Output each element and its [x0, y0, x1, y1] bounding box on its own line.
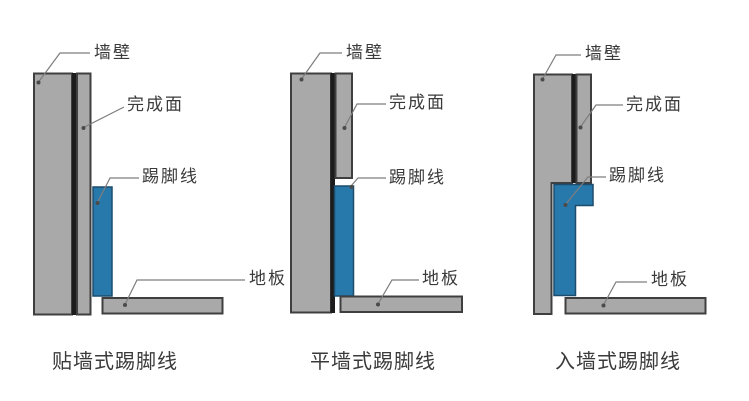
d3-wall-leader-dot	[540, 77, 545, 82]
d3-wall-separator	[572, 74, 577, 183]
d2-floor-label: 地板	[422, 269, 460, 288]
d1-skirting-leader-dot	[95, 201, 100, 205]
d2-wall-leader-line	[301, 52, 342, 80]
d2-floor-leader-line	[377, 279, 419, 305]
d1-finish-surface-shape	[76, 72, 92, 316]
d2-wall-shape	[290, 72, 332, 314]
d3-wall-label: 墙壁	[585, 44, 623, 63]
diagram-1-surface-mounted	[33, 52, 245, 316]
d3-finish-surface-label: 完成面	[626, 95, 683, 114]
d1-wall-label: 墙壁	[94, 43, 132, 62]
d1-floor-shape	[101, 297, 224, 315]
d3-skirting-label: 踢脚线	[609, 166, 666, 185]
d3-finish-surface-leader-dot	[578, 125, 583, 130]
d2-caption: 平墙式踢脚线	[310, 351, 436, 373]
d3-wall-leader-line	[541, 54, 581, 80]
d1-wall-shape	[33, 72, 73, 316]
d1-finish-surface-label: 完成面	[127, 95, 184, 114]
d1-floor-leader-line	[124, 279, 245, 305]
d3-skirting-shape	[553, 183, 594, 297]
d3-finish-surface-leader-line	[580, 104, 623, 128]
d2-floor-shape	[339, 295, 463, 313]
d2-skirting-leader-dot	[349, 185, 354, 189]
d2-wall-separator	[330, 73, 335, 313]
d3-floor-leader-line	[602, 281, 647, 306]
d3-floor-leader-dot	[601, 303, 606, 308]
d1-wall-leader-dot	[36, 80, 41, 85]
d3-skirting-leader-line	[565, 176, 606, 205]
d1-skirting-shape	[92, 186, 113, 297]
diagram-3-recessed	[533, 54, 707, 315]
d3-floor-label: 地板	[651, 270, 689, 289]
d2-finish-surface-leader-dot	[342, 126, 347, 130]
d1-floor-label: 地板	[249, 269, 287, 288]
d2-skirting-leader-line	[350, 177, 386, 187]
d1-floor-leader-dot	[123, 303, 127, 307]
d3-skirting-leader-dot	[563, 203, 568, 207]
d3-caption: 入墙式踢脚线	[555, 351, 681, 373]
d2-finish-surface-label: 完成面	[389, 93, 446, 112]
d1-caption: 贴墙式踢脚线	[52, 351, 178, 373]
d1-finish-surface-leader-dot	[81, 126, 86, 130]
d2-wall-label: 墙壁	[346, 43, 384, 62]
d2-wall-leader-dot	[299, 77, 304, 82]
diagram-2-flush-mounted	[290, 52, 463, 314]
d3-floor-shape	[564, 297, 707, 315]
d2-skirting-shape	[333, 185, 355, 297]
d2-floor-leader-dot	[376, 302, 380, 307]
d1-skirting-label: 踢脚线	[142, 167, 199, 186]
d2-finish-surface-leader-line	[343, 103, 386, 128]
d2-skirting-label: 踢脚线	[389, 168, 446, 187]
d1-wall-leader-line	[38, 52, 90, 83]
d1-skirting-leader-line	[96, 177, 139, 203]
d3-finish-surface-shape	[575, 73, 592, 184]
d1-finish-surface-leader-line	[83, 106, 125, 129]
d2-finish-surface-shape	[334, 72, 353, 179]
d1-wall-separator	[72, 73, 77, 315]
